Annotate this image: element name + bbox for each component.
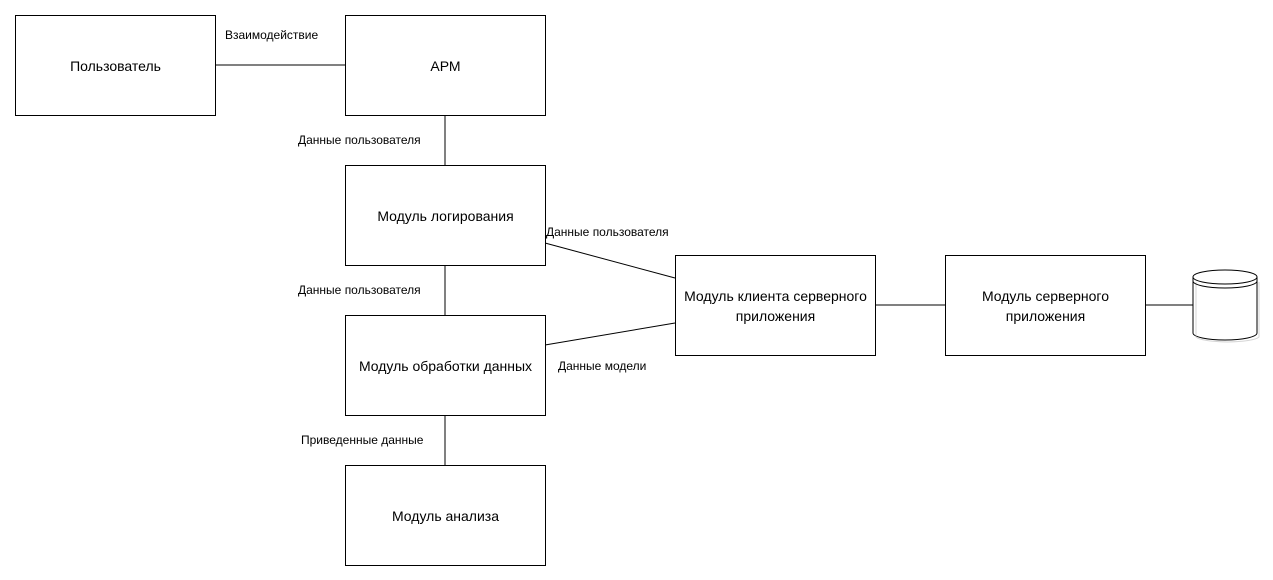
edge-label-logging-client: Данные пользователя <box>546 225 669 239</box>
node-client: Модуль клиента серверного приложения <box>675 255 876 356</box>
edge-label-logging-processing: Данные пользователя <box>298 283 421 297</box>
node-server: Модуль серверного приложения <box>945 255 1146 356</box>
edge-label-processing-analysis: Приведенные данные <box>301 433 424 447</box>
database-cylinder-icon <box>1192 269 1260 343</box>
node-processing: Модуль обработки данных <box>345 315 546 416</box>
node-analysis-label: Модуль анализа <box>391 507 499 524</box>
node-arm-label: АРМ <box>430 57 461 74</box>
edge-logging-client <box>544 242 676 279</box>
edge-processing-client <box>544 322 676 346</box>
edge-label-arm-logging: Данные пользователя <box>298 133 421 147</box>
node-processing-label: Модуль обработки данных <box>358 357 533 374</box>
node-logging-label: Модуль логирования <box>377 207 514 224</box>
edge-label-user-arm: Взаимодействие <box>225 28 319 42</box>
node-server-label: Модуль серверного приложения <box>981 287 1110 324</box>
node-logging: Модуль логирования <box>345 165 546 266</box>
node-client-label: Модуль клиента серверного приложения <box>684 287 867 324</box>
edge-label-processing-client: Данные модели <box>558 359 647 373</box>
node-analysis: Модуль анализа <box>345 465 546 566</box>
node-user-label: Пользователь <box>70 57 161 74</box>
node-user: Пользователь <box>15 15 216 116</box>
node-arm: АРМ <box>345 15 546 116</box>
